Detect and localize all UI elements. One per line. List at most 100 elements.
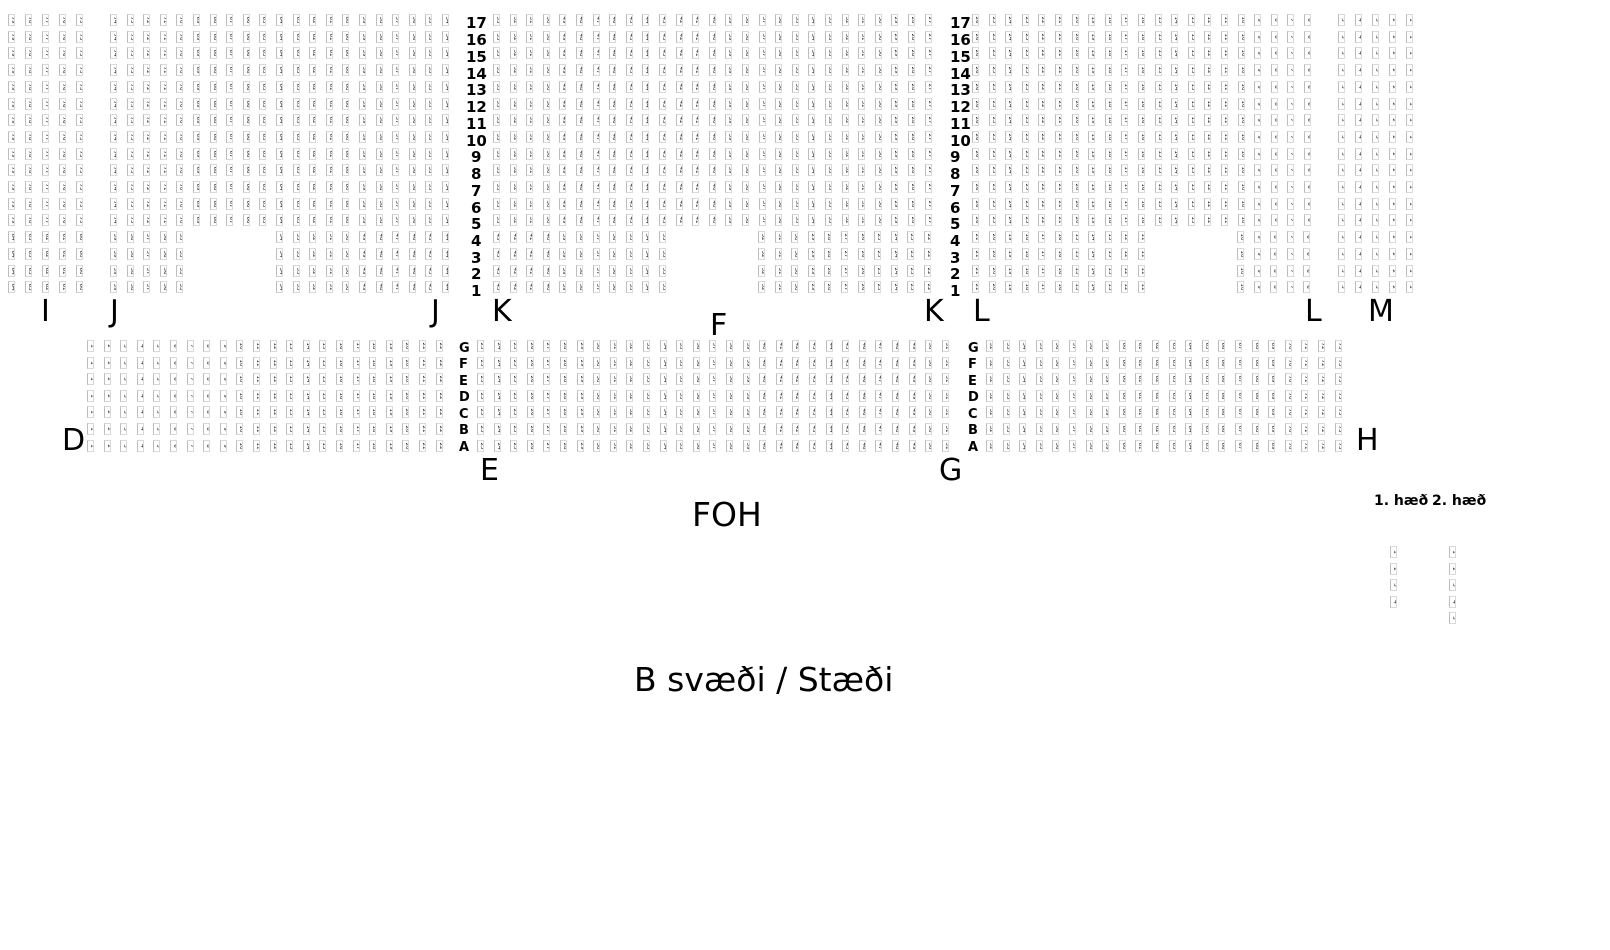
seat[interactable]: 12 xyxy=(1204,148,1211,160)
seat[interactable]: 51 xyxy=(526,31,533,43)
seat[interactable]: 15 xyxy=(1072,281,1079,293)
seat[interactable]: 22 xyxy=(436,390,443,402)
seat[interactable]: 32 xyxy=(626,373,633,385)
seat[interactable]: 57 xyxy=(392,214,399,226)
seat[interactable]: 49 xyxy=(559,64,566,76)
seat[interactable]: 14 xyxy=(1171,181,1178,193)
seat[interactable]: 77 xyxy=(42,14,49,26)
seat[interactable]: 40 xyxy=(709,98,716,110)
seat[interactable]: 2 xyxy=(1389,98,1396,110)
seat[interactable]: 40 xyxy=(709,198,716,210)
seat[interactable]: 31 xyxy=(858,47,865,59)
seat[interactable]: 29 xyxy=(808,248,815,260)
seat[interactable]: 42 xyxy=(676,98,683,110)
seat[interactable]: 73 xyxy=(1335,406,1342,418)
seat[interactable]: 49 xyxy=(359,265,366,277)
seat[interactable]: 63 xyxy=(293,198,300,210)
seat[interactable]: 57 xyxy=(143,281,150,293)
seat[interactable]: 70 xyxy=(176,164,183,176)
seat[interactable]: 30 xyxy=(875,181,882,193)
seat[interactable]: 75 xyxy=(76,131,83,143)
seat[interactable]: 28 xyxy=(908,181,915,193)
seat[interactable]: 49 xyxy=(559,198,566,210)
seat[interactable]: 46 xyxy=(609,64,616,76)
seat[interactable]: 16 xyxy=(1138,98,1145,110)
seat[interactable]: 23 xyxy=(1022,198,1029,210)
seat[interactable]: 2 xyxy=(1389,181,1396,193)
seat[interactable]: 60 xyxy=(1119,340,1126,352)
seat[interactable]: 45 xyxy=(842,440,849,452)
seat[interactable]: 51 xyxy=(526,114,533,126)
seat[interactable]: 62 xyxy=(309,81,316,93)
seat[interactable]: 2 xyxy=(1389,164,1396,176)
seat[interactable]: 21 xyxy=(419,373,426,385)
seat[interactable]: 32 xyxy=(626,390,633,402)
seat[interactable]: 48 xyxy=(576,214,583,226)
seat[interactable]: 18 xyxy=(1022,265,1029,277)
seat[interactable]: 67 xyxy=(226,47,233,59)
seat[interactable]: 35 xyxy=(676,357,683,369)
seat[interactable]: 4 xyxy=(137,340,144,352)
seat[interactable]: 71 xyxy=(1301,406,1308,418)
seat[interactable]: 29 xyxy=(577,390,584,402)
seat[interactable]: 44 xyxy=(826,406,833,418)
seat[interactable]: 65 xyxy=(1202,440,1209,452)
seat[interactable]: 22 xyxy=(924,281,931,293)
seat[interactable]: 7 xyxy=(187,357,194,369)
seat[interactable]: 69 xyxy=(193,114,200,126)
seat[interactable]: 47 xyxy=(392,248,399,260)
seat[interactable]: 57 xyxy=(392,164,399,176)
seat[interactable]: 22 xyxy=(1038,214,1045,226)
seat[interactable]: 11 xyxy=(1221,47,1228,59)
seat[interactable]: 61 xyxy=(326,64,333,76)
seat[interactable]: 41 xyxy=(692,198,699,210)
seat[interactable]: 46 xyxy=(409,281,416,293)
seat[interactable]: 31 xyxy=(610,423,617,435)
seat[interactable]: 79 xyxy=(8,81,15,93)
seat[interactable]: 5 xyxy=(1338,47,1345,59)
seat[interactable]: 43 xyxy=(659,81,666,93)
seat[interactable]: 37 xyxy=(759,164,766,176)
seat[interactable]: 32 xyxy=(842,164,849,176)
seat[interactable]: 4 xyxy=(1355,281,1362,293)
seat[interactable]: 23 xyxy=(1022,47,1029,59)
seat[interactable]: 14 xyxy=(1171,98,1178,110)
seat[interactable]: 17 xyxy=(1121,164,1128,176)
seat[interactable]: 22 xyxy=(1038,198,1045,210)
seat[interactable]: 2 xyxy=(104,340,111,352)
seat[interactable]: 12 xyxy=(1121,281,1128,293)
seat[interactable]: 40 xyxy=(543,265,550,277)
seat[interactable]: 60 xyxy=(342,164,349,176)
seat[interactable]: 30 xyxy=(593,423,600,435)
seat[interactable]: 2 xyxy=(104,357,111,369)
seat[interactable]: 73 xyxy=(127,181,134,193)
seat[interactable]: 5 xyxy=(1338,14,1345,26)
seat[interactable]: 40 xyxy=(709,14,716,26)
seat[interactable]: 61 xyxy=(326,98,333,110)
seat[interactable]: 72 xyxy=(1318,406,1325,418)
seat[interactable]: 22 xyxy=(1038,164,1045,176)
seat[interactable]: 21 xyxy=(1055,198,1062,210)
seat[interactable]: 62 xyxy=(1152,340,1159,352)
seat[interactable]: 69 xyxy=(1268,357,1275,369)
seat[interactable]: 21 xyxy=(419,423,426,435)
seat[interactable]: 22 xyxy=(1038,31,1045,43)
seat[interactable]: 46 xyxy=(409,231,416,243)
seat[interactable]: 59 xyxy=(359,47,366,59)
seat[interactable]: 7 xyxy=(1287,281,1294,293)
seat[interactable]: 58 xyxy=(127,248,134,260)
seat[interactable]: 20 xyxy=(1072,131,1079,143)
seat[interactable]: 59 xyxy=(1102,373,1109,385)
seat[interactable]: 29 xyxy=(577,340,584,352)
seat[interactable]: 40 xyxy=(709,114,716,126)
seat[interactable]: 59 xyxy=(1102,340,1109,352)
seat[interactable]: 22 xyxy=(436,406,443,418)
seat[interactable]: 12 xyxy=(1204,114,1211,126)
seat[interactable]: 1 xyxy=(87,373,94,385)
seat[interactable]: 43 xyxy=(659,64,666,76)
seat[interactable]: 20 xyxy=(1072,31,1079,43)
seat[interactable]: 71 xyxy=(1301,390,1308,402)
seat[interactable]: 65 xyxy=(1202,406,1209,418)
seat[interactable]: 29 xyxy=(577,423,584,435)
seat[interactable]: 7 xyxy=(1287,114,1294,126)
